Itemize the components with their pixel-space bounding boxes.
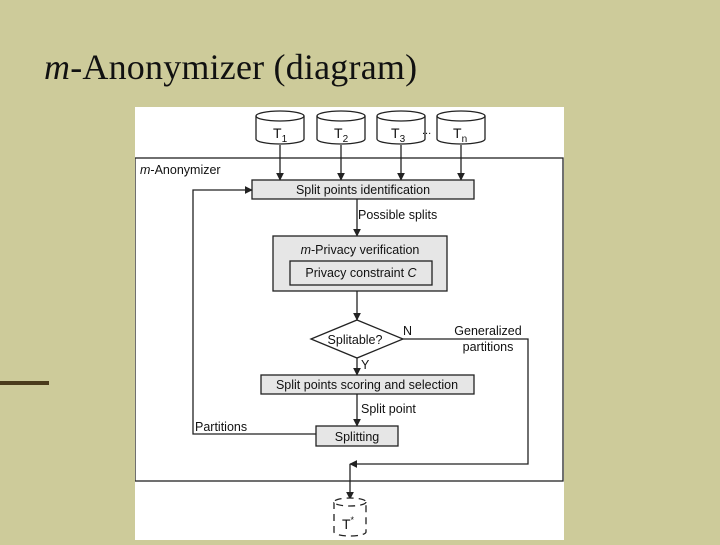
input-table-t3: T3 [376,110,426,145]
m-anonymizer-diagram: T1 T2 T3 ... Tn m-Anonymizer Split point… [134,110,564,537]
decision-label: Splitable? [328,333,383,347]
diagram-figure: T1 T2 T3 ... Tn m-Anonymizer Split point… [134,107,564,540]
privacy-constraint-box [289,260,433,286]
split-identification-label: Split points identification [296,183,430,197]
input-ellipsis: ... [422,125,431,137]
input-t3-label: T3 [391,125,406,145]
generalized-label-line1: Generalized [454,324,521,338]
no-branch-line [349,338,529,468]
scoring-label: Split points scoring and selection [276,378,458,392]
partitions-loop-line [192,186,316,435]
no-label: N [403,324,412,338]
accent-line [0,381,49,385]
slide-title-rest: -Anonymizer (diagram) [70,47,418,87]
input-table-t1: T1 [255,110,305,145]
partitions-label: Partitions [195,420,247,434]
output-table: T* [333,497,367,537]
output-label: T* [342,515,355,532]
splitting-box [315,425,399,447]
input-tn-label: Tn [453,125,467,145]
input-t1-label: T1 [273,125,288,145]
splitting-label: Splitting [335,430,380,444]
input-table-t2: T2 [316,110,366,145]
slide-title: m-Anonymizer (diagram) [44,46,417,88]
slide-title-italic: m [44,47,71,87]
privacy-verification-label: m-Privacy verification [301,243,420,257]
anonymizer-container [134,157,564,482]
scoring-box [260,374,475,395]
input-table-tn: Tn [436,110,486,145]
container-label: m-Anonymizer [140,163,221,177]
yes-label: Y [361,358,370,372]
possible-splits-label: Possible splits [358,208,437,222]
generalized-label-line2: partitions [463,340,514,354]
privacy-constraint-label: Privacy constraint C [305,266,417,280]
split-point-label: Split point [361,402,416,416]
input-t2-label: T2 [334,125,349,145]
